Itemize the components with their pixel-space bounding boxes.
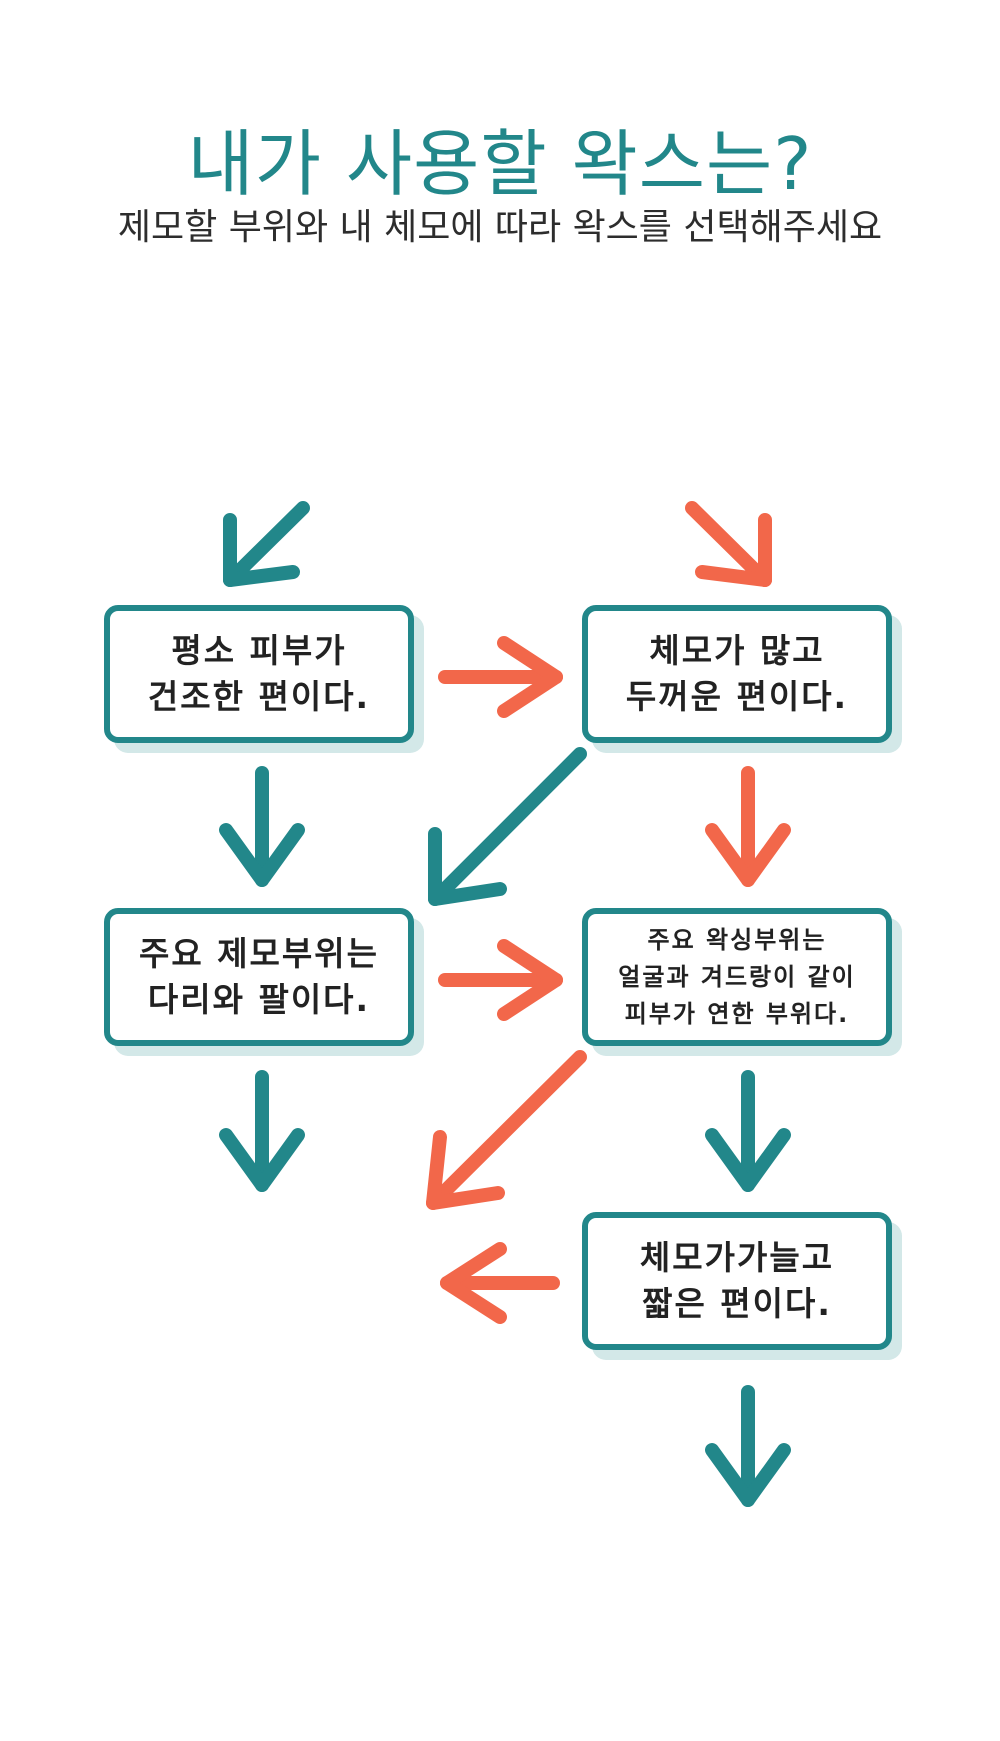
node-line: 주요 제모부위는 <box>138 934 379 973</box>
node-thick-hair: 체모가 많고 두꺼운 편이다. <box>582 605 892 743</box>
node-line: 건조한 편이다. <box>147 677 371 716</box>
arrow-down-right-1 <box>705 766 791 887</box>
arrow-down-left-1 <box>219 766 305 887</box>
arrow-entry-left <box>223 501 310 587</box>
node-line: 피부가 연한 부위다. <box>624 999 850 1028</box>
node-line: 짧은 편이다. <box>642 1284 832 1323</box>
node-line: 다리와 팔이다. <box>147 980 371 1019</box>
node-sensitive-area: 주요 왁싱부위는 얼굴과 겨드랑이 같이 피부가 연한 부위다. <box>582 908 892 1046</box>
arrow-right-row2 <box>438 939 563 1021</box>
arrow-right-row1 <box>438 636 563 718</box>
arrow-down-right-2 <box>705 1070 791 1192</box>
arrow-diagonal-teal <box>428 747 587 906</box>
arrow-down-right-3 <box>705 1385 791 1507</box>
arrow-down-left-2 <box>219 1070 305 1192</box>
node-line: 체모가 많고 <box>649 631 825 670</box>
node-arms-legs: 주요 제모부위는 다리와 팔이다. <box>104 908 414 1046</box>
node-line: 두꺼운 편이다. <box>625 677 849 716</box>
arrow-left-row3 <box>440 1242 560 1324</box>
node-line: 주요 왁싱부위는 <box>647 925 827 954</box>
arrow-entry-right <box>685 501 772 587</box>
page-title: 내가 사용할 왁스는? <box>187 122 813 206</box>
page-subtitle: 제모할 부위와 내 체모에 따라 왁스를 선택해주세요 <box>117 207 883 248</box>
node-line: 평소 피부가 <box>171 631 347 670</box>
node-fine-hair: 체모가가늘고 짧은 편이다. <box>582 1212 892 1350</box>
node-dry-skin: 평소 피부가 건조한 편이다. <box>104 605 414 743</box>
node-line: 얼굴과 겨드랑이 같이 <box>618 962 856 991</box>
node-line: 체모가가늘고 <box>639 1238 835 1277</box>
arrow-diagonal-orange <box>426 1050 587 1210</box>
